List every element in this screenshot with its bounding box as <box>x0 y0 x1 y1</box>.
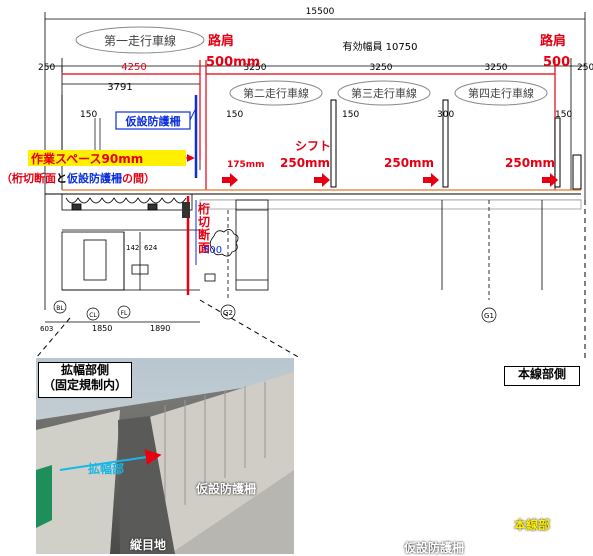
marker-cl: CL <box>89 312 97 319</box>
marker-g1: G1 <box>484 312 494 320</box>
dim-500-lower: 500 <box>203 245 222 256</box>
shoulder-left-value: 500mm <box>206 55 260 70</box>
girder-cut-char-2: 切 <box>198 215 210 229</box>
work-space-note-c: の間） <box>122 172 155 185</box>
left-photo-title-line1: 拡幅部側 <box>60 363 109 377</box>
left-photo-joint-label: 縦目地 <box>130 538 167 552</box>
shift-250-b: 250mm <box>384 156 434 170</box>
marker-bl: BL <box>56 305 64 312</box>
girder-cut-char-1: 桁 <box>198 201 210 216</box>
dim-lane1: 4250 <box>121 62 146 73</box>
lane2-ellipse <box>229 80 323 106</box>
shift-title: シフト <box>295 139 331 153</box>
girder-cut-char-3: 断 <box>198 227 210 242</box>
dim-624: 624 <box>144 244 158 252</box>
markers <box>53 300 497 323</box>
work-space-note: （桁切断面と仮設防護柵の間） <box>1 171 155 185</box>
lane1-label: 第一走行車線 <box>104 33 176 48</box>
lane-divider-posts <box>330 99 582 190</box>
new-girders <box>227 199 543 300</box>
lane4-label: 第四走行車線 <box>468 86 534 100</box>
work-space-note-b: 仮設防護柵 <box>66 171 122 185</box>
right-photo-title: 本線部側 <box>504 366 580 386</box>
dim-150a: 150 <box>80 110 97 120</box>
lane4-ellipse <box>454 80 548 106</box>
dim-lane4: 3250 <box>485 63 508 73</box>
lane3-ellipse <box>337 80 431 106</box>
dim-300: 300 <box>437 110 454 120</box>
girder-cut-label: 桁 切 断 面 <box>198 201 210 255</box>
barrier-label: 仮設防護柵 <box>125 114 181 128</box>
dim-142: 142 <box>126 244 139 252</box>
girder-cut-char-4: 面 <box>198 241 210 255</box>
barrier-label-box <box>115 111 191 130</box>
shift-arrows <box>222 173 558 187</box>
shoulder-right-title: 路肩 <box>540 33 566 49</box>
left-photo-title-line2: （固定規制内） <box>42 378 127 392</box>
dim-lane3: 3250 <box>370 63 393 73</box>
left-photo-title: 拡幅部側 （固定規制内） <box>38 362 132 398</box>
dim-total: 15500 <box>306 7 335 17</box>
dim-1890: 1890 <box>150 324 170 333</box>
leader-left <box>35 317 71 359</box>
lane2-label: 第二走行車線 <box>243 86 309 100</box>
dim-bottom-left: 603 <box>40 325 53 333</box>
lane3-label: 第三走行車線 <box>351 86 417 100</box>
right-photo-title-text: 本線部側 <box>517 367 566 381</box>
dim-175: 175mm <box>227 160 265 170</box>
right-photo-main-label: 本線部 <box>514 518 551 532</box>
shift-250-a: 250mm <box>280 156 330 170</box>
right-photo-barrier-label: 仮設防護柵 <box>404 541 465 555</box>
new-girder-cloud <box>209 229 239 257</box>
marker-fl: FL <box>121 310 128 317</box>
leader-middle <box>199 299 301 359</box>
marker-g2: G2 <box>223 309 233 317</box>
dim-1850: 1850 <box>92 324 112 333</box>
left-photo-widen-label: 拡幅部 <box>88 462 125 476</box>
dim-150b: 150 <box>226 110 243 120</box>
dim-150c: 150 <box>342 110 359 120</box>
shoulder-left-title: 路肩 <box>208 33 234 49</box>
existing-structure <box>44 193 200 310</box>
dim-left-250: 250 <box>38 63 55 73</box>
work-space-note-and: と <box>56 172 67 185</box>
dim-150d: 150 <box>555 110 572 120</box>
dim-right-250: 250 <box>577 63 593 73</box>
shoulder-right-value: 500 <box>543 55 570 70</box>
shift-250-c: 250mm <box>505 156 555 170</box>
lane1-ellipse <box>75 26 205 54</box>
dim-3791: 3791 <box>107 82 132 93</box>
dim-effective: 有効幅員 10750 <box>343 40 418 53</box>
work-space-label: 作業スペース90mm <box>31 151 143 166</box>
left-photo-barrier-label: 仮設防護柵 <box>196 482 257 496</box>
work-space-note-a: （桁切断面 <box>1 171 56 185</box>
dimension-lines <box>44 12 586 200</box>
dim-lane2: 3250 <box>244 63 267 73</box>
work-space-highlight <box>28 150 186 166</box>
